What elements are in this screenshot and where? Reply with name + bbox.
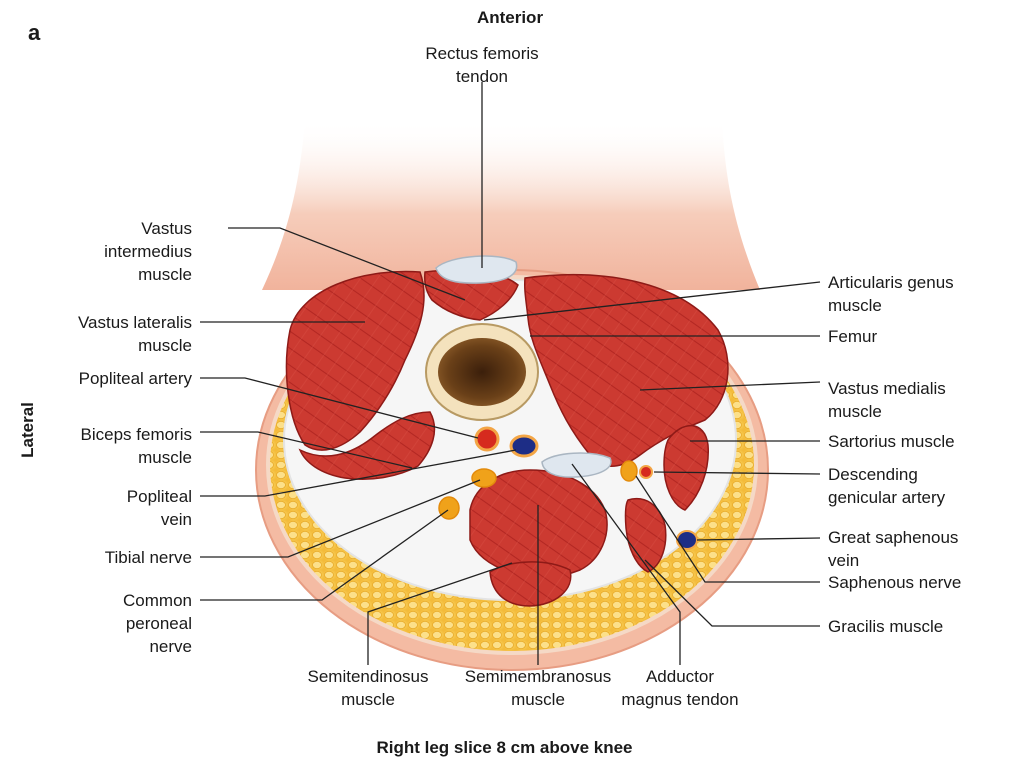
- anterior-label: Anterior: [440, 8, 580, 28]
- popliteal-artery-shape: [476, 428, 498, 450]
- label-sartorius: Sartorius muscle: [828, 430, 1004, 453]
- figure-caption: Right leg slice 8 cm above knee: [0, 738, 1009, 758]
- label-popliteal-artery: Popliteal artery: [20, 367, 192, 390]
- descending-genicular-artery-shape: [640, 466, 652, 478]
- label-femur: Femur: [828, 325, 1004, 348]
- label-gracilis: Gracilis muscle: [828, 615, 1004, 638]
- great-saphenous-vein-shape: [677, 531, 697, 549]
- common-peroneal-nerve-shape: [439, 497, 459, 519]
- popliteal-vein-shape: [511, 436, 537, 456]
- label-tibial-nerve: Tibial nerve: [20, 546, 192, 569]
- panel-letter: a: [28, 20, 40, 46]
- femur-marrow-shape: [438, 338, 526, 406]
- saphenous-nerve-shape: [621, 461, 637, 481]
- tibial-nerve-shape: [472, 469, 496, 487]
- label-saphenous-nerve: Saphenous nerve: [828, 571, 1004, 594]
